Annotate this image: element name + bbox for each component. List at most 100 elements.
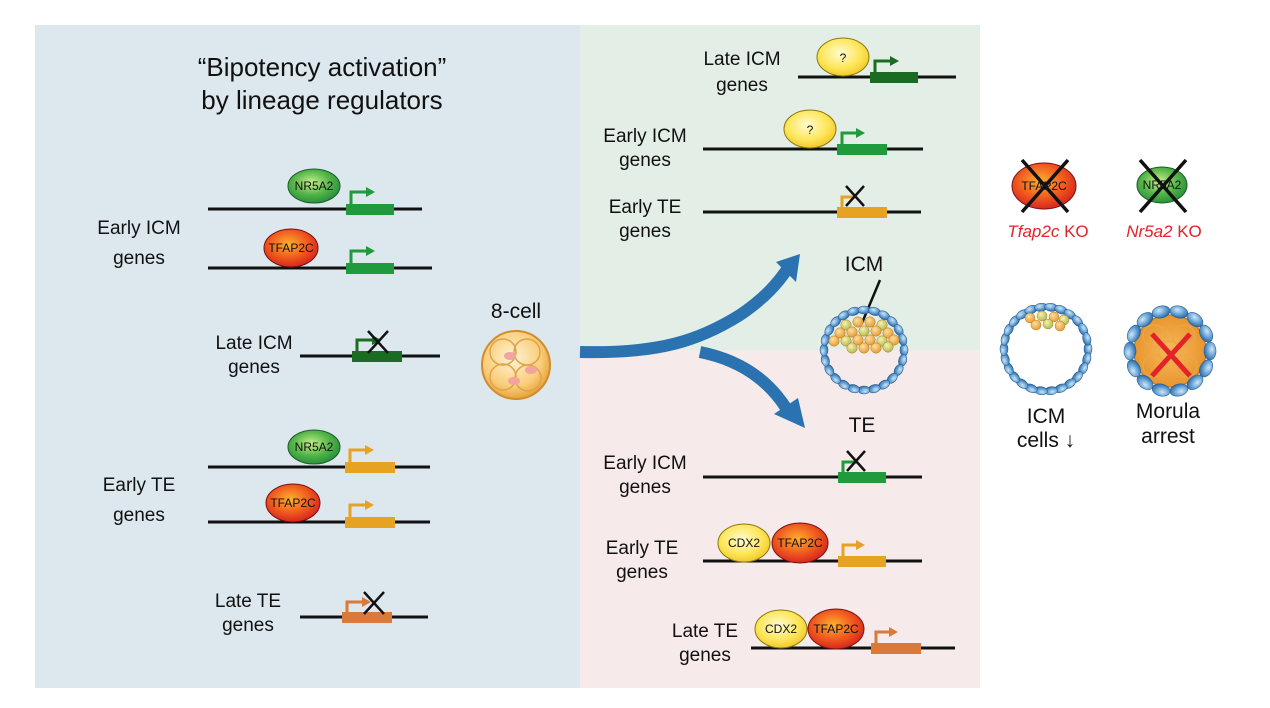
early-icm-gene-te	[703, 450, 922, 483]
blastocyst	[819, 305, 909, 395]
te-label: TE	[849, 414, 876, 437]
early-te-gene-tfap2c: TFAP2C	[208, 483, 430, 528]
early-icm-genes-label-2: genes	[113, 248, 165, 269]
panel-title-line2: by lineage regulators	[201, 85, 442, 115]
cdx2-label: CDX2	[765, 622, 797, 636]
late-icm-genes-label: Late ICM	[215, 333, 292, 354]
icm-late-icm-label-2: genes	[716, 75, 768, 96]
unknown-factor-label: ?	[807, 123, 814, 137]
icm-cell	[888, 334, 900, 346]
eight-cell-label: 8-cell	[491, 300, 541, 323]
te-early-icm-label: Early ICM	[603, 453, 686, 474]
trophectoderm-cell	[857, 305, 871, 315]
early-te-gene-te: CDX2 TFAP2C	[703, 522, 922, 567]
arrest-cross-icon	[1150, 332, 1192, 378]
tfap2c-label: TFAP2C	[777, 536, 823, 550]
tfap2c-factor	[771, 522, 829, 564]
icm-cell	[1042, 318, 1054, 330]
icm-cell	[858, 325, 870, 337]
icm-cell	[1024, 312, 1036, 324]
arrested-morula	[1123, 305, 1217, 397]
tfap2c-outcome-line1: ICM	[1027, 405, 1066, 428]
nr5a2-label: NR5A2	[295, 179, 334, 193]
trophectoderm-cell	[899, 343, 909, 357]
icm-early-te-label: Early TE	[609, 197, 682, 218]
late-te-gene-te: CDX2 TFAP2C	[751, 608, 955, 654]
tfap2c-factor	[263, 228, 319, 268]
early-icm-gene-icm: ?	[703, 109, 923, 155]
tfap2c-label: TFAP2C	[268, 241, 314, 255]
icm-early-te-label-2: genes	[619, 221, 671, 242]
icm-cell	[840, 319, 852, 331]
te-early-te-label-2: genes	[616, 562, 668, 583]
trophectoderm-cell	[1082, 332, 1092, 346]
lineage-branch-arrow	[579, 254, 805, 428]
icm-cell	[882, 327, 894, 339]
tfap2c-outcome-line2: cells ↓	[1017, 429, 1075, 452]
early-te-gene-icm	[703, 185, 921, 218]
nr5a2-outcome-line1: Morula	[1136, 400, 1201, 423]
icm-cell	[852, 334, 864, 346]
icm-cell	[1030, 319, 1042, 331]
early-icm-gene-tfap2c: TFAP2C	[208, 228, 432, 274]
late-icm-gene-icm: ?	[798, 37, 956, 83]
early-te-gene-nr5a2: NR5A2	[208, 429, 430, 473]
late-icm-gene-left	[300, 330, 440, 362]
icm-cell	[840, 335, 852, 347]
nr5a2-factor	[287, 168, 341, 204]
icm-early-icm-label-2: genes	[619, 150, 671, 171]
icm-label: ICM	[845, 253, 884, 276]
tfap2c-ko-factor: TFAP2C	[1011, 158, 1077, 214]
te-late-te-label: Late TE	[672, 621, 738, 642]
panel-title-line1: “Bipotency activation”	[198, 52, 447, 82]
icm-cell	[864, 334, 876, 346]
icm-cell	[846, 326, 858, 338]
icm-cell	[864, 316, 876, 328]
tfap2c-ko-label: Tfap2c KO	[1007, 222, 1088, 241]
icm-cell	[846, 342, 858, 354]
nr5a2-outcome-line2: arrest	[1141, 425, 1195, 448]
te-early-te-label: Early TE	[606, 538, 679, 559]
icm-cell	[870, 342, 882, 354]
early-icm-genes-label: Early ICM	[97, 218, 180, 239]
early-icm-gene-nr5a2: NR5A2	[208, 168, 422, 215]
late-icm-genes-label-2: genes	[228, 357, 280, 378]
late-te-gene-left	[300, 591, 428, 623]
icm-cell	[1054, 320, 1066, 332]
nr5a2-label: NR5A2	[295, 440, 334, 454]
icm-cell	[882, 341, 894, 353]
icm-cell	[858, 342, 870, 354]
trophectoderm-cell	[819, 343, 829, 357]
tfap2c-factor	[265, 483, 321, 523]
unknown-factor	[783, 109, 837, 149]
tfap2c-factor	[807, 608, 865, 650]
trophectoderm-cell	[1199, 324, 1214, 343]
icm-cell	[1048, 311, 1060, 323]
cdx2-label: CDX2	[728, 536, 760, 550]
nr5a2-factor	[287, 429, 341, 465]
trophectoderm-cell	[1123, 341, 1137, 361]
icm-pointer-line	[860, 279, 882, 324]
icm-cell	[1036, 310, 1048, 322]
cdx2-factor	[754, 609, 808, 649]
icm-cell	[834, 327, 846, 339]
tfap2c-label: TFAP2C	[270, 496, 316, 510]
unknown-factor-label: ?	[840, 51, 847, 65]
trophectoderm-cell	[1203, 341, 1217, 361]
trophectoderm-cell	[857, 385, 871, 395]
cdx2-factor	[717, 523, 771, 563]
icm-cell	[852, 316, 864, 328]
icm-panel	[580, 25, 980, 350]
early-te-genes-label: Early TE	[103, 475, 176, 496]
nr5a2-ko-label: Nr5a2 KO	[1126, 222, 1202, 241]
icm-cell	[828, 335, 840, 347]
icm-late-icm-label: Late ICM	[703, 49, 780, 70]
te-early-icm-label-2: genes	[619, 477, 671, 498]
eight-cell-embryo	[481, 330, 551, 400]
tfap2c-label: TFAP2C	[813, 622, 859, 636]
early-te-genes-label-2: genes	[113, 505, 165, 526]
late-te-genes-label-2: genes	[222, 615, 274, 636]
icm-cell	[870, 325, 882, 337]
te-late-te-label-2: genes	[679, 645, 731, 666]
